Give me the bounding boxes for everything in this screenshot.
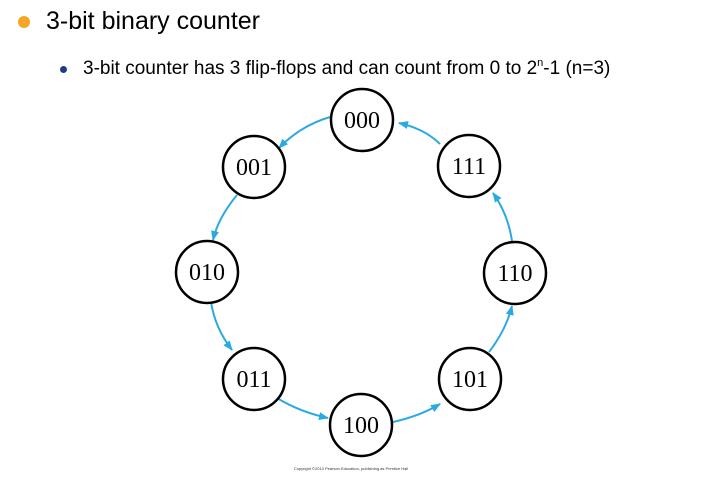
state-001-label: 001 bbox=[236, 155, 272, 181]
arrow-011-100 bbox=[276, 397, 329, 421]
copyright-notice: Copyright ©2013 Pearson Education, publi… bbox=[293, 466, 409, 471]
state-000: 000 bbox=[329, 87, 395, 153]
state-111-label: 111 bbox=[452, 154, 486, 180]
arrow-100-101 bbox=[392, 403, 441, 423]
state-101-label: 101 bbox=[452, 367, 488, 393]
arrow-101-110 bbox=[488, 305, 514, 353]
arrow-010-011 bbox=[210, 301, 233, 351]
slide-subtitle: 3-bit counter has 3 flip-flops and can c… bbox=[83, 55, 610, 83]
state-110-label: 110 bbox=[497, 261, 532, 287]
state-110: 110 bbox=[482, 240, 548, 306]
arrow-001-010 bbox=[211, 194, 238, 241]
state-011-label: 011 bbox=[236, 367, 271, 393]
title-bullet bbox=[18, 16, 30, 28]
subtitle-text-end: -1 (n=3) bbox=[543, 58, 611, 79]
arrow-111-000 bbox=[398, 121, 441, 145]
state-011: 011 bbox=[221, 346, 287, 412]
state-000-label: 000 bbox=[344, 108, 380, 134]
arrow-110-111 bbox=[492, 192, 513, 242]
state-100-label: 100 bbox=[343, 413, 379, 439]
state-010: 010 bbox=[174, 239, 240, 305]
state-010-label: 010 bbox=[189, 260, 225, 286]
slide-title: 3-bit binary counter bbox=[46, 7, 261, 35]
state-101: 101 bbox=[437, 346, 503, 412]
subtitle-superscript: n bbox=[537, 56, 544, 69]
subtitle-bullet bbox=[60, 66, 67, 73]
arrow-000-001 bbox=[278, 116, 331, 149]
state-111: 111 bbox=[436, 133, 502, 199]
state-001: 001 bbox=[221, 134, 287, 200]
subtitle-text: 3-bit counter has 3 flip-flops and can c… bbox=[83, 58, 538, 79]
state-100: 100 bbox=[328, 392, 394, 458]
